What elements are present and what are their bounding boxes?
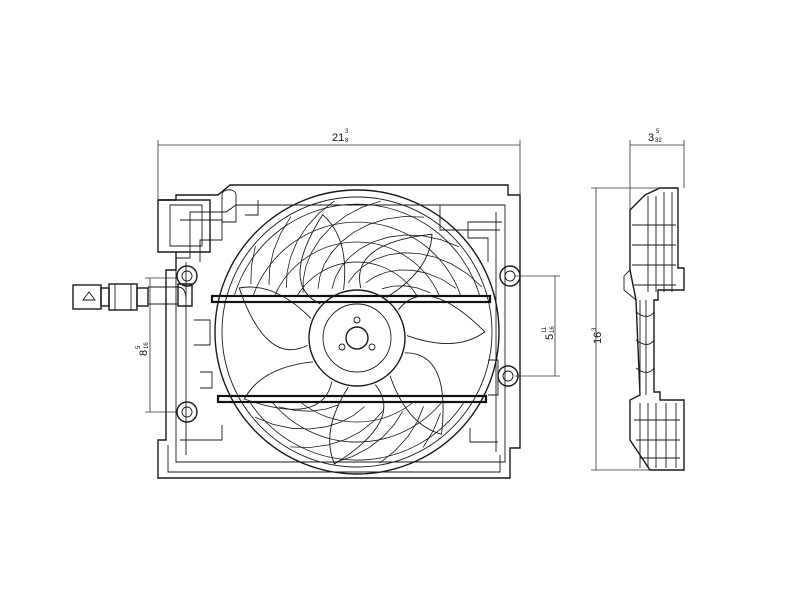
grille-ring [249,401,465,461]
side-profile [629,187,685,471]
grille-strip [254,406,365,430]
grille-strip [290,410,383,448]
grille-ring [233,203,481,297]
fan-blades [238,214,486,465]
grille-ring [300,401,414,423]
grille-strip [379,406,424,464]
grille-strip [268,216,292,285]
dim-connector-whole: 8 [138,350,150,356]
dim-depth-num: 5 [656,129,660,135]
dim-width-num: 3 [345,129,349,135]
mount-boss-top-left [176,265,198,287]
grille-strip [365,269,457,289]
grille-ring [296,261,418,297]
fan-blade [359,233,433,298]
fan-ring-inner [221,196,493,468]
dim-height-whole: 16 [592,332,604,344]
fan-blade [389,352,444,435]
fan-blade [397,295,486,344]
grille-strip [286,200,335,288]
lower-brace [216,394,488,404]
mount-boss-bottom-left [176,401,198,423]
dim-depth-den: 32 [655,138,662,144]
dim-mount-whole: 5 [544,334,556,340]
upper-brace [210,294,492,304]
electrical-connector [72,283,149,311]
fan-hub-outer [308,289,406,387]
top-left-tab [158,199,211,253]
dim-depth-whole: 3 [648,132,654,144]
fan-blade [299,214,346,305]
dim-width-whole: 21 [332,132,344,144]
grille-strip [317,216,424,289]
fan-blade [329,384,385,465]
dim-connector-den: 16 [144,342,150,349]
grille-strip [302,200,381,293]
dim-width-den: 8 [345,138,349,144]
grille-strip [250,246,256,285]
grille-strip [347,252,483,288]
grille-ring [252,221,462,297]
side-view [623,187,685,471]
grille-strip [422,412,441,448]
grille-ring [271,401,443,443]
fan-grille [233,200,483,464]
dim-height: 16 3 [591,187,660,471]
fan-hub-bore [345,326,369,350]
dim-mount-num: 11 [542,326,548,333]
fan-blade [243,361,333,410]
wire-harness [148,283,193,307]
front-view [72,184,521,479]
grille-strip [333,411,403,464]
fan-hub-mid [322,303,392,373]
grille-strip [331,234,460,289]
shroud-outline [157,184,521,479]
dim-height-num: 3 [592,327,598,331]
grille-ring [274,241,440,297]
fan-ring-outer [214,189,500,475]
dim-connector-num: 5 [136,345,142,349]
dim-depth: 3 5 32 [629,129,685,210]
dim-connector-offset: 8 5 16 [136,277,178,413]
dim-mount-den: 16 [550,326,556,333]
grille-strip [381,285,431,294]
dim-width: 21 3 8 [157,129,521,200]
fan-blade [238,286,312,351]
dim-mount-vertical: 5 11 16 [515,275,560,377]
